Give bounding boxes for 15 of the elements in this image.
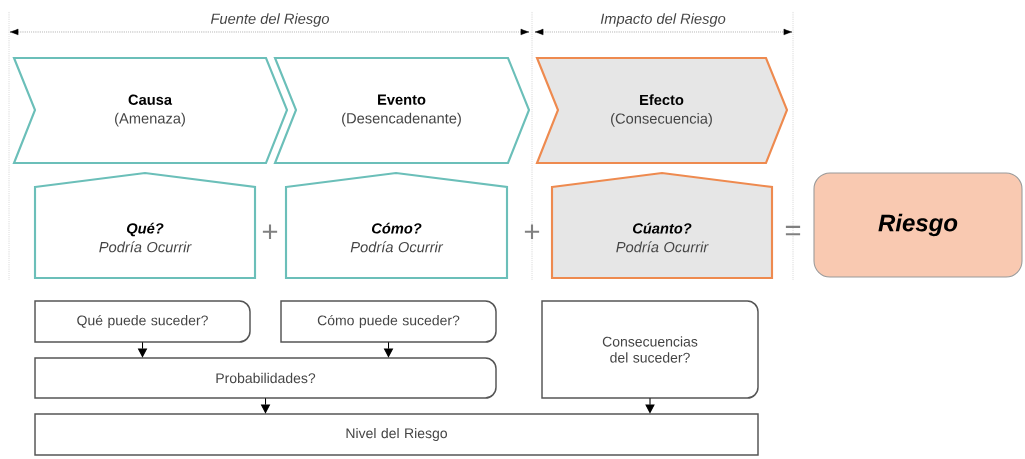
result-box: Riesgo xyxy=(813,172,1023,278)
process-box: Probabilidades? xyxy=(34,357,497,399)
section-title: Fuente del Riesgo xyxy=(210,13,330,27)
process-box: Qué puede suceder? xyxy=(34,300,251,343)
process-box: Consecuencias del suceder? xyxy=(541,300,759,399)
process-box: Cómo puede suceder? xyxy=(280,300,497,343)
pentagon-box: Cúanto? Podría Ocurrir xyxy=(550,171,774,280)
operator-sign: = xyxy=(785,225,801,236)
process-box: Nivel del Riesgo xyxy=(34,413,759,456)
arrow xyxy=(645,397,655,414)
operator-sign: + xyxy=(524,224,540,239)
operator-sign: + xyxy=(262,224,278,239)
pentagon-box: Qué? Podría Ocurrir xyxy=(33,171,257,280)
section-title: Impacto del Riesgo xyxy=(600,13,726,27)
pentagon-box: Cómo? Podría Ocurrir xyxy=(284,171,509,280)
